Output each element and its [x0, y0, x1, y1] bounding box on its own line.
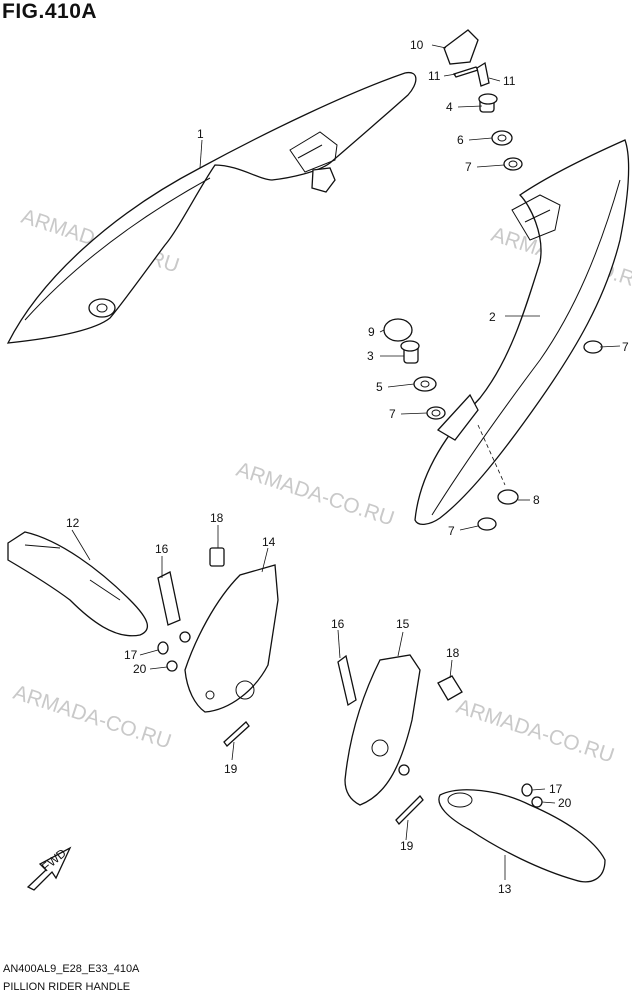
- watermark: ARMADA-CO.RU: [233, 458, 397, 531]
- callout-9: 9: [368, 325, 375, 339]
- part-handle-right: [414, 139, 630, 525]
- callout-19: 19: [400, 839, 414, 853]
- callout-6: 6: [457, 133, 464, 147]
- callout-3: 3: [367, 349, 374, 363]
- callout-5: 5: [376, 380, 383, 394]
- left-footrest-assembly: [7, 531, 279, 747]
- part-handle-left: [6, 71, 417, 344]
- callout-7: 7: [448, 524, 455, 538]
- leader-lines: [71, 44, 621, 880]
- callout-2: 2: [489, 310, 496, 324]
- callout-17: 17: [549, 782, 563, 796]
- callout-20: 20: [558, 796, 572, 810]
- callout-8: 8: [533, 493, 540, 507]
- callout-numbers: 1 2 3 4 5 6 7 7 7 7 7 8 9 10 11 11 12 13…: [66, 38, 629, 896]
- watermark: ARMADA-CO.RU: [453, 695, 617, 768]
- footer-diagram-code: AN400AL9_E28_E33_410A: [3, 963, 140, 975]
- callout-20: 20: [133, 662, 147, 676]
- callout-17: 17: [124, 648, 138, 662]
- callout-1: 1: [197, 127, 204, 141]
- callout-12: 12: [66, 516, 80, 530]
- callout-13: 13: [498, 882, 512, 896]
- callout-19: 19: [224, 762, 238, 776]
- callout-16: 16: [331, 617, 345, 631]
- small-parts-top: [443, 29, 523, 171]
- callout-7: 7: [622, 340, 629, 354]
- callout-11: 11: [503, 74, 516, 88]
- callout-10: 10: [410, 38, 424, 52]
- callout-18: 18: [446, 646, 460, 660]
- callout-16: 16: [155, 542, 169, 556]
- watermark: ARMADA-CO.RU: [10, 681, 174, 754]
- fwd-arrow: FWD: [26, 846, 72, 891]
- footer-diagram-name: PILLION RIDER HANDLE: [3, 981, 131, 993]
- callout-7: 7: [465, 160, 472, 174]
- callout-11: 11: [428, 69, 441, 83]
- right-footrest-assembly: [337, 654, 606, 883]
- callout-18: 18: [210, 511, 224, 525]
- callout-7: 7: [389, 407, 396, 421]
- callout-15: 15: [396, 617, 410, 631]
- figure-title: FIG.410A: [2, 0, 98, 23]
- callout-14: 14: [262, 535, 276, 549]
- callout-4: 4: [446, 100, 453, 114]
